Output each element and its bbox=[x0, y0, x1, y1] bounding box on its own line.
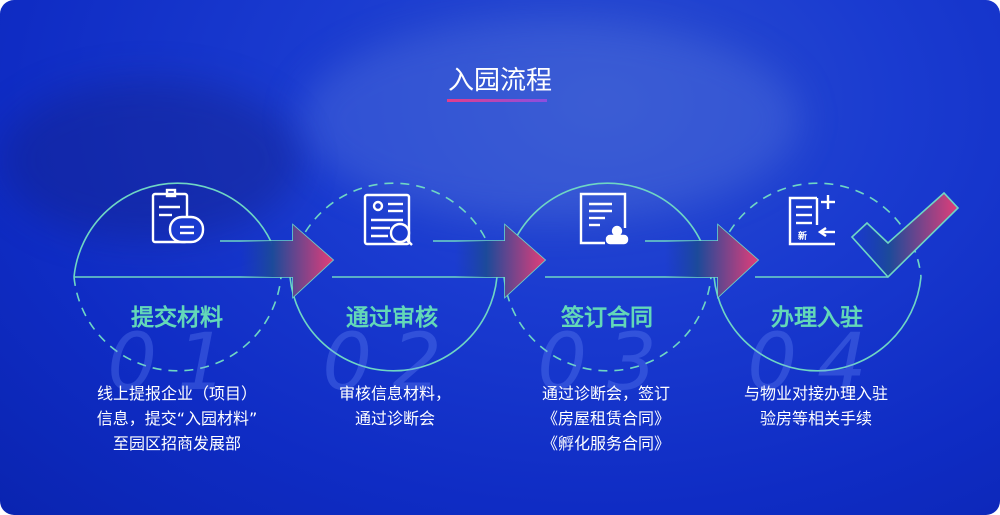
circle-3-dashed bbox=[503, 276, 712, 372]
step-title: 签订合同 bbox=[561, 305, 653, 331]
step-number: 01 bbox=[107, 318, 247, 408]
step-number: 04 bbox=[747, 318, 887, 408]
circle-1-dashed bbox=[73, 276, 282, 372]
desc-line: 信息，提交“入园材料” bbox=[96, 409, 258, 428]
step-number: 03 bbox=[537, 318, 677, 408]
document-search-icon bbox=[363, 193, 413, 246]
desc-line: 线上提报企业（项目） bbox=[96, 384, 257, 403]
desc-line: 《孵化服务合同》 bbox=[541, 434, 670, 453]
step-description: 通过诊断会，签订 《房屋租赁合同》 《孵化服务合同》 bbox=[486, 381, 726, 456]
desc-line: 通过诊断会，签订 bbox=[541, 384, 670, 403]
desc-line: 通过诊断会 bbox=[354, 409, 435, 428]
step-description: 线上提报企业（项目） 信息，提交“入园材料” 至园区招商发展部 bbox=[57, 381, 297, 456]
title-underline bbox=[447, 99, 547, 102]
step-description: 审核信息材料， 通过诊断会 bbox=[275, 381, 515, 431]
circle-2-solid bbox=[289, 276, 498, 372]
new-label-icon: 新 bbox=[798, 230, 807, 242]
check-mark-icon bbox=[850, 191, 960, 279]
contract-stamp-icon bbox=[579, 192, 629, 245]
desc-line: 审核信息材料， bbox=[338, 384, 451, 403]
desc-line: 至园区招商发展部 bbox=[112, 434, 241, 453]
new-document-icon bbox=[788, 195, 835, 246]
desc-line: 验房等相关手续 bbox=[759, 409, 872, 428]
circle-1-solid bbox=[73, 182, 282, 278]
step-description: 与物业对接办理入驻 验房等相关手续 bbox=[696, 381, 936, 431]
background-photo bbox=[300, 20, 800, 220]
step-title: 提交材料 bbox=[131, 305, 223, 331]
page-title: 入园流程 bbox=[447, 66, 552, 96]
clipboard-chat-icon bbox=[151, 188, 205, 244]
circle-3-solid bbox=[503, 182, 712, 278]
circle-4-solid bbox=[713, 276, 922, 372]
desc-line: 《房屋租赁合同》 bbox=[541, 409, 670, 428]
desc-line: 与物业对接办理入驻 bbox=[743, 384, 888, 403]
circle-2-dashed bbox=[289, 182, 498, 278]
step-title: 通过审核 bbox=[346, 305, 438, 331]
step-title: 办理入驻 bbox=[771, 305, 863, 331]
arrows bbox=[74, 191, 960, 299]
step-number: 02 bbox=[322, 318, 462, 408]
